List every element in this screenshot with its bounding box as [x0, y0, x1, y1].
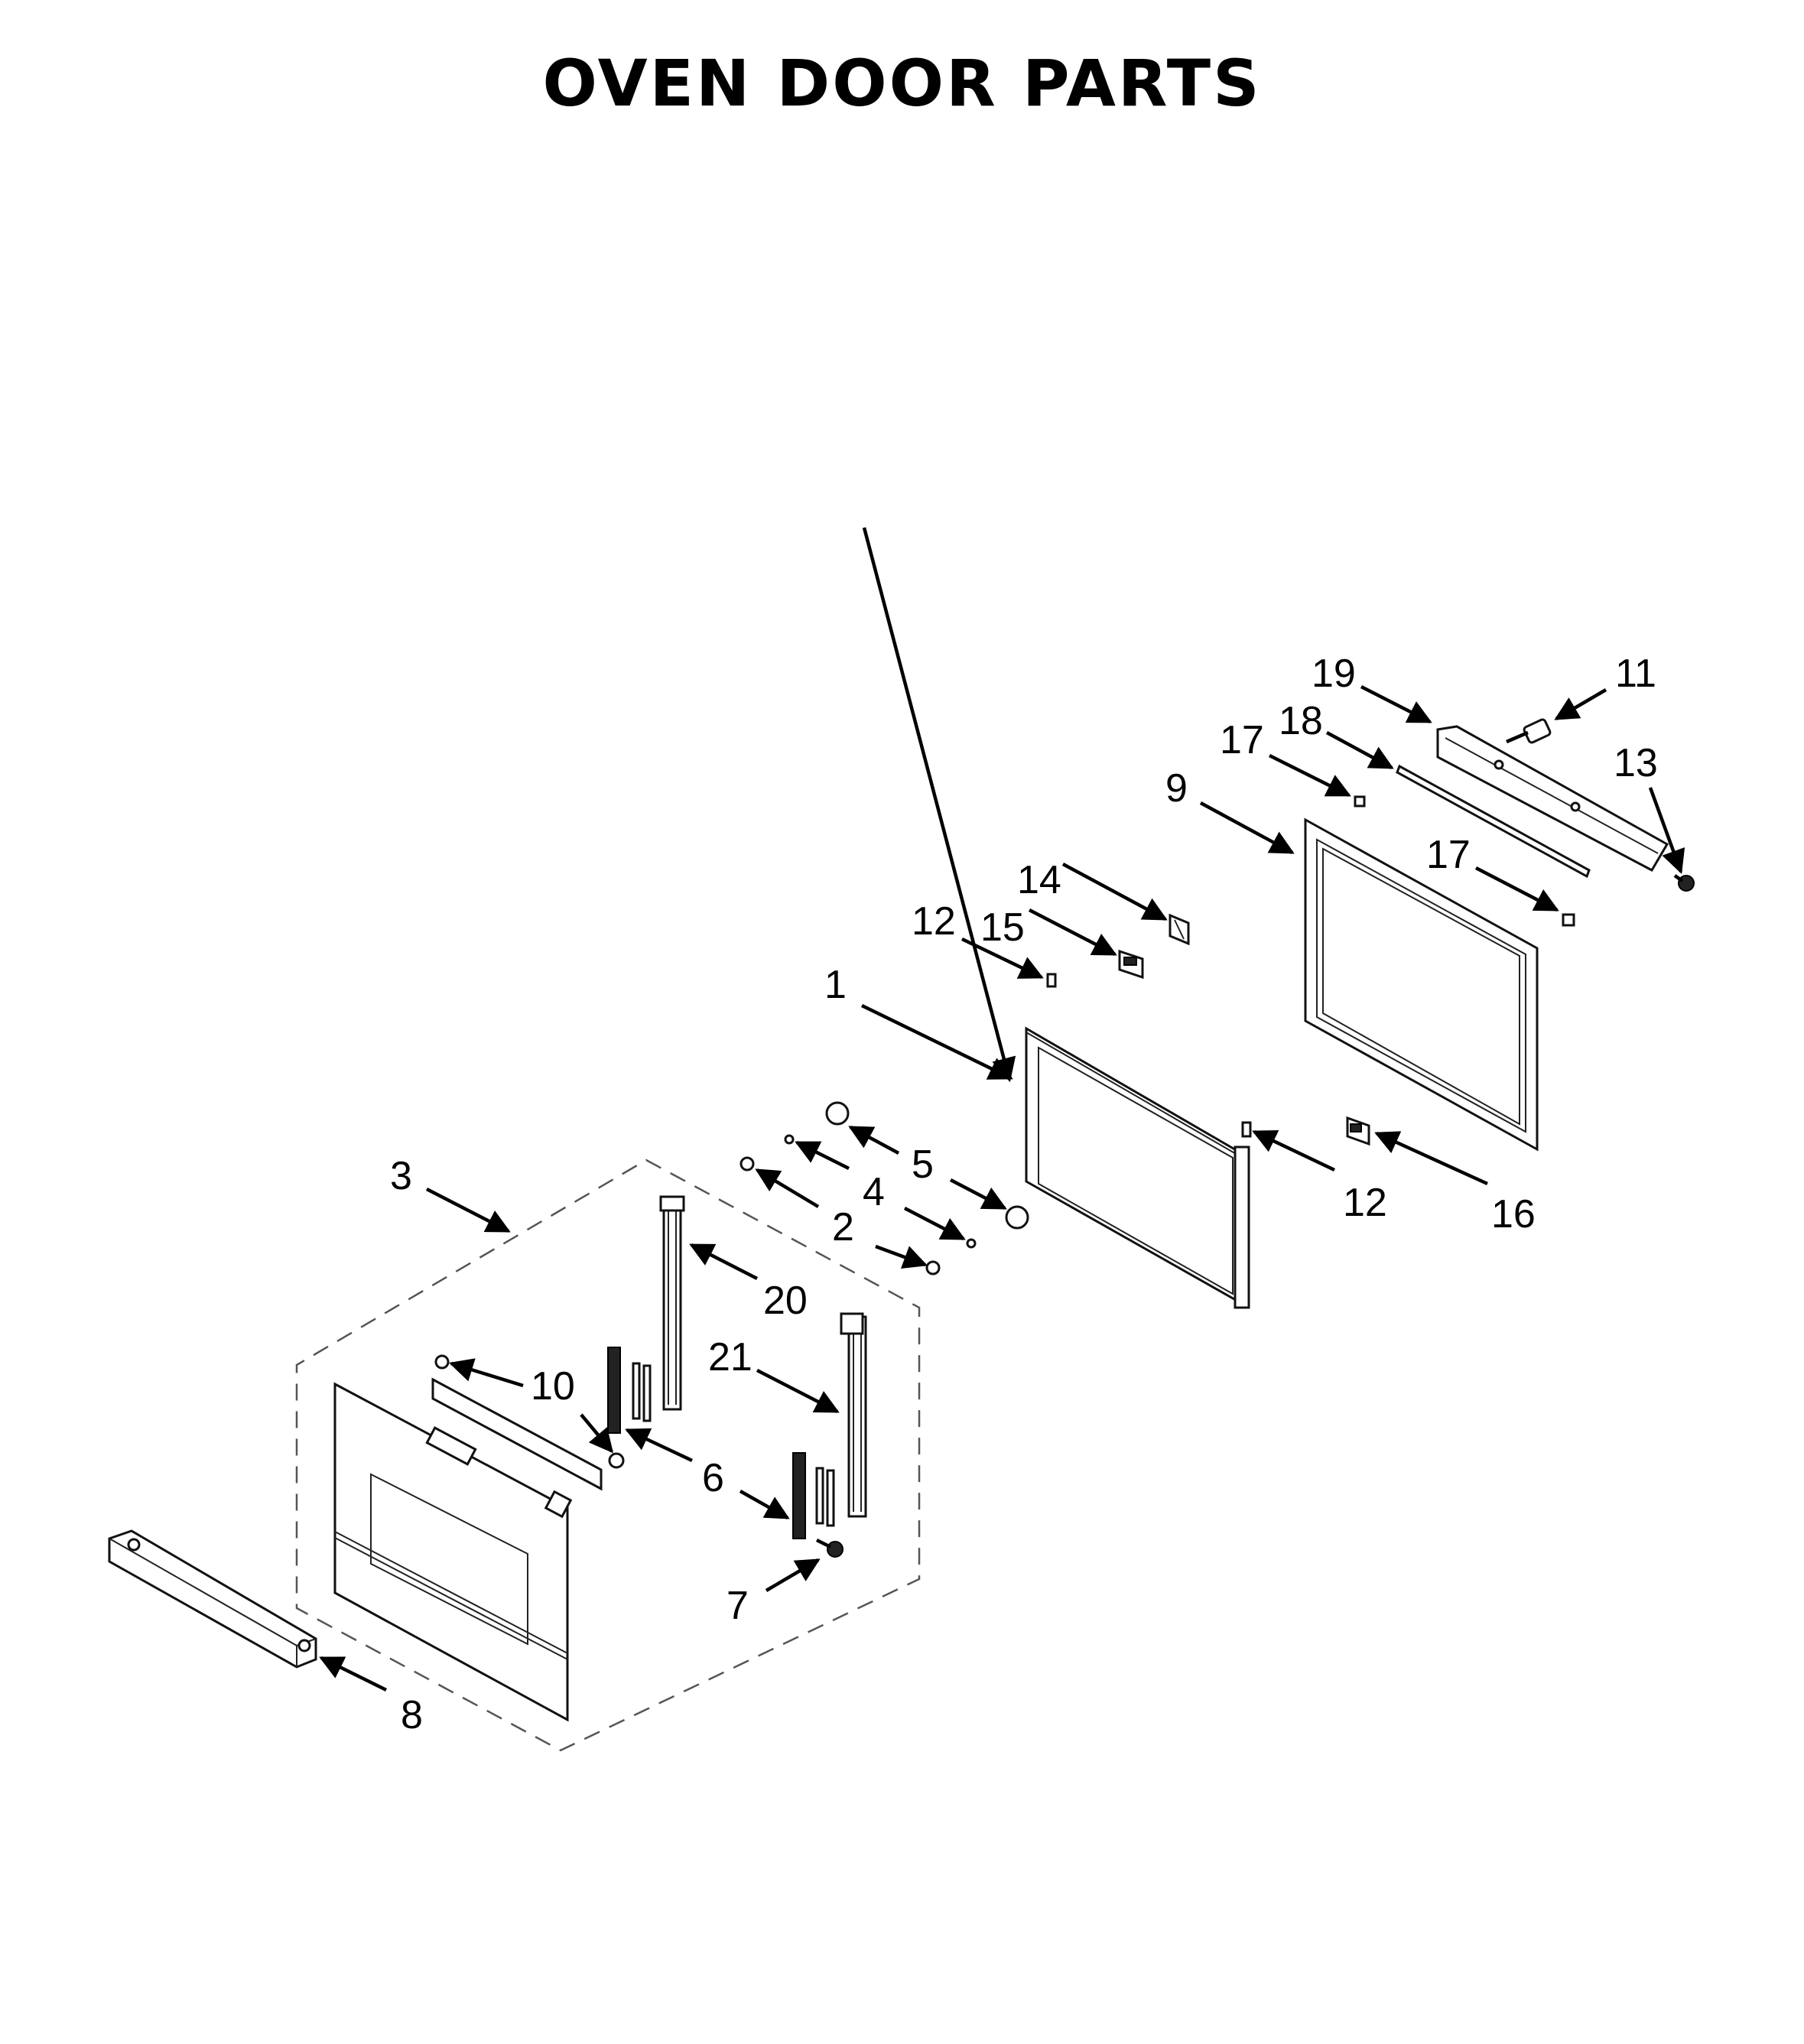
- callout-16: 16: [1491, 1192, 1536, 1236]
- bumper-5-left: [825, 1101, 850, 1126]
- callout-1: 1: [824, 963, 847, 1007]
- left-hinge-channel: [659, 1195, 685, 1411]
- screw-13: [1673, 874, 1695, 892]
- callout-labels: 1 2 3 4 5 6 7 8 9 10 11 12 12 13 14 15 1…: [390, 652, 1658, 1737]
- pad-17-upper: [1354, 795, 1366, 808]
- nut-10-top: [434, 1354, 450, 1370]
- clip-12-upper: [1046, 973, 1057, 988]
- inner-door-frame: [1025, 1026, 1250, 1309]
- bumper-5-right: [1005, 1205, 1029, 1230]
- callout-4: 4: [863, 1170, 885, 1214]
- outer-door-panel: [333, 1382, 573, 1722]
- outer-glass-panel: [1304, 817, 1539, 1152]
- callout-12-upper: 12: [912, 899, 956, 944]
- screw-11: [1506, 718, 1552, 744]
- right-hinge-channel: [840, 1312, 867, 1518]
- washer-2-right: [925, 1260, 941, 1275]
- callout-11: 11: [1615, 652, 1656, 696]
- bracket-14: [1169, 913, 1190, 946]
- callout-5: 5: [912, 1142, 934, 1187]
- callout-15: 15: [980, 905, 1025, 950]
- washer-4-left: [784, 1134, 795, 1145]
- arrow-set: [319, 684, 1685, 1692]
- door-bottom-trim: [108, 1529, 317, 1669]
- door-glass-strip: [431, 1377, 603, 1491]
- callout-17-upper: 17: [1220, 718, 1264, 762]
- callout-8: 8: [401, 1693, 423, 1737]
- top-trim-19: [1436, 725, 1669, 872]
- callout-2: 2: [832, 1205, 854, 1249]
- page-title: OVEN DOOR PARTS: [542, 46, 1262, 121]
- door-assembly-outline: [295, 1158, 921, 1752]
- callout-3: 3: [390, 1154, 412, 1198]
- callout-6: 6: [702, 1456, 724, 1500]
- leader-lines: [862, 527, 1016, 1083]
- callout-19: 19: [1312, 652, 1356, 696]
- callout-14: 14: [1017, 858, 1061, 902]
- left-hinge: [607, 1347, 652, 1434]
- nut-10-bottom: [608, 1452, 625, 1469]
- callout-10: 10: [531, 1364, 575, 1409]
- callout-7: 7: [726, 1584, 749, 1628]
- callout-17-lower: 17: [1426, 833, 1471, 877]
- latch-16: [1346, 1116, 1370, 1146]
- latch-15: [1118, 949, 1144, 980]
- callout-18: 18: [1279, 699, 1323, 743]
- callout-9: 9: [1165, 766, 1188, 811]
- hinge-screw: [815, 1538, 843, 1558]
- pad-17-lower: [1562, 913, 1575, 927]
- callout-13: 13: [1614, 741, 1658, 785]
- right-hinge: [792, 1452, 835, 1539]
- callout-21: 21: [708, 1335, 752, 1379]
- washer-4-right: [966, 1238, 977, 1249]
- clip-12-lower: [1241, 1121, 1252, 1138]
- washer-2-left: [739, 1156, 755, 1171]
- rod-18: [1396, 764, 1591, 879]
- callout-20: 20: [763, 1279, 808, 1323]
- callout-12-lower: 12: [1343, 1181, 1387, 1225]
